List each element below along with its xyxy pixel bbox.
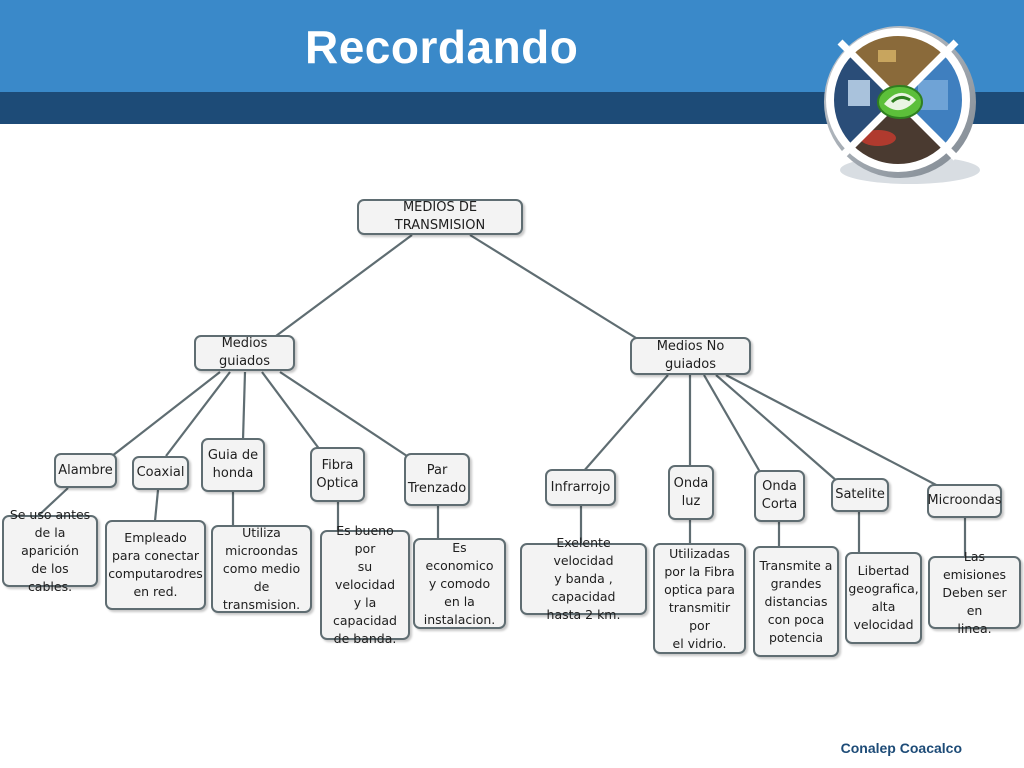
guided-desc-coaxial: Empleado para conectar computarodres en … — [105, 520, 206, 610]
unguided-item-satelite: Satelite — [831, 478, 889, 512]
unguided-item-microondas: Microondas — [927, 484, 1002, 518]
guided-media-node: Medios guiados — [194, 335, 295, 371]
guided-item-coaxial: Coaxial — [132, 456, 189, 490]
unguided-desc-satelite: Libertad geografica, alta velocidad — [845, 552, 922, 644]
unguided-item-onda-corta: Onda Corta — [754, 470, 805, 522]
unguided-media-node: Medios No guiados — [630, 337, 751, 375]
unguided-desc-infrarrojo: Exelente velocidad y banda , capacidad h… — [520, 535, 647, 622]
guided-desc-fibra-optica: Es bueno por su velocidad y la capacidad… — [320, 523, 410, 646]
guided-desc-guia-de-honda: Utiliza microondas como medio de transmi… — [211, 525, 312, 613]
guided-item-fibra-optica: Fibra Optica — [310, 447, 365, 502]
guided-item-guia-de-honda: Guia de honda — [201, 438, 265, 492]
guided-desc-alambre: Se uso antes de la aparición de los cabl… — [2, 507, 98, 594]
unguided-desc-onda-corta: Transmite a grandes distancias con poca … — [753, 546, 839, 657]
root-node: MEDIOS DE TRANSMISION — [357, 199, 523, 235]
logo-image — [824, 26, 980, 184]
slide-title: Recordando — [305, 21, 579, 73]
unguided-item-infrarrojo: Infrarrojo — [545, 469, 616, 506]
guided-desc-par-trenzado: Es economico y comodo en la instalacion. — [413, 538, 506, 629]
unguided-item-onda-luz: Onda luz — [668, 465, 714, 520]
footer-text: Conalep Coacalco — [840, 740, 962, 756]
unguided-desc-microondas: Las emisiones Deben ser en linea. — [928, 549, 1021, 636]
guided-item-alambre: Alambre — [54, 453, 117, 488]
guided-item-par-trenzado: Par Trenzado — [404, 453, 470, 506]
unguided-desc-onda-luz: Utilizadas por la Fibra optica para tran… — [653, 543, 746, 654]
